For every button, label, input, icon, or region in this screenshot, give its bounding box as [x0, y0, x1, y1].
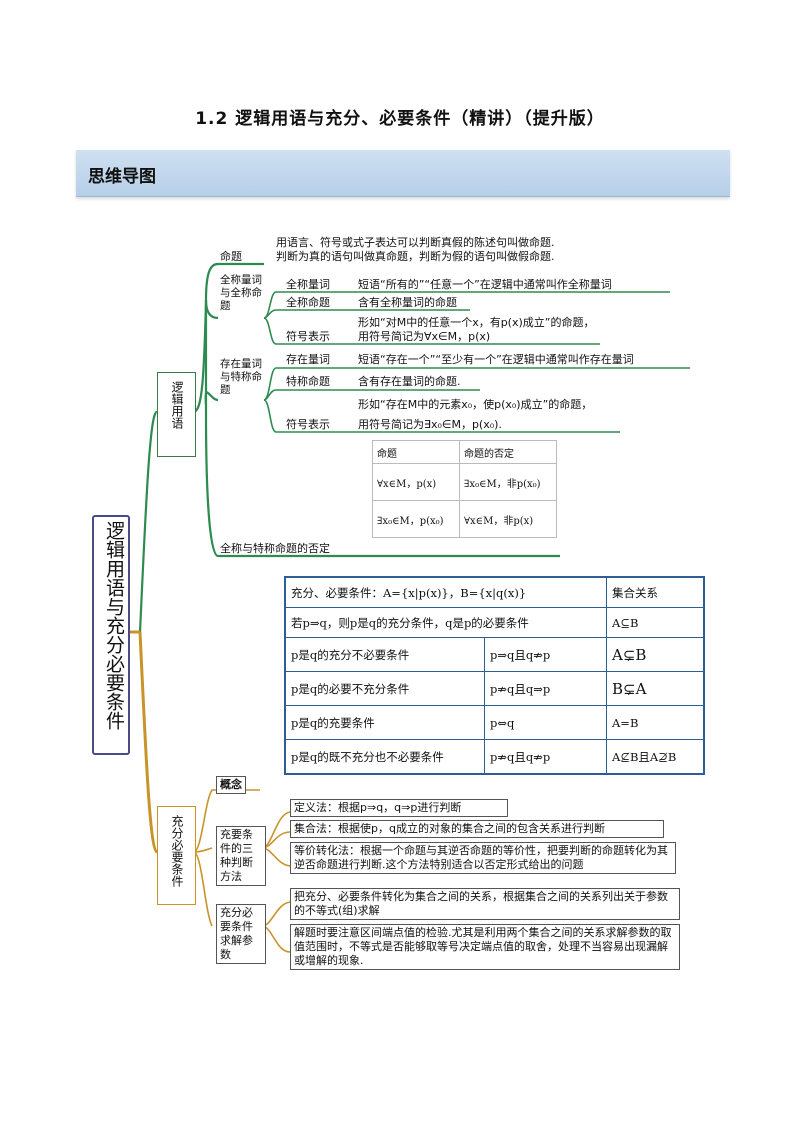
condition-table: 充分、必要条件：A={x|p(x)}，B={x|q(x)} 集合关系 若p⇒q，…	[284, 576, 705, 775]
central-node: 逻辑用语与充分必要条件	[92, 515, 130, 755]
method-item: 集合法：根据使p，q成立的对象的集合之间的包含关系进行判断	[290, 820, 664, 838]
page-title: 1.2 逻辑用语与充分、必要条件（精讲）（提升版）	[195, 109, 605, 129]
cunzai-item-3-text: 形如“存在M中的元素x₀，使p(x₀)成立”的命题，	[358, 398, 593, 411]
cunzai-item-1-label: 存在量词	[286, 353, 330, 366]
condition-cell: A⊊B	[606, 637, 705, 672]
param-item: 解题时要注意区间端点值的检验.尤其是利用两个集合之间的关系求解参数的取值范围时，…	[290, 924, 680, 970]
branch-logic-node: 逻辑用语	[157, 372, 196, 457]
central-label: 逻辑用语与充分必要条件	[103, 521, 125, 730]
condition-row1-cell: A⊆B	[606, 607, 705, 638]
negation-cell: ∃x₀∈M，非p(x₀)	[459, 463, 557, 501]
quancheng-item-2-label: 全称命题	[286, 296, 330, 309]
condition-cell: p是q的必要不充分条件	[284, 671, 485, 706]
quancheng-item-3-text: 形如“对M中的任意一个x，有p(x)成立”的命题，	[358, 316, 595, 329]
condition-row1-cell: 若p⇒q，则p是q的充分条件，q是p的必要条件	[284, 607, 607, 638]
mingti-def-1: 用语言、符号或式子表达可以判断真假的陈述句叫做命题.	[276, 236, 555, 249]
condition-cell: p⇏q且q⇒p	[484, 671, 607, 706]
cunzai-item-2-text: 含有存在量词的命题.	[358, 375, 461, 388]
quancheng-item-3-label: 符号表示	[286, 330, 330, 343]
condition-cell: p⇒q且q⇏p	[484, 637, 607, 672]
quancheng-item-1-text: 短语“所有的”“任意一个”在逻辑中通常叫作全称量词	[358, 278, 612, 291]
cunzai-item-2-label: 特称命题	[286, 375, 330, 388]
mingti-label: 命题	[220, 250, 242, 263]
quancheng-item-2-text: 含有全称量词的命题	[358, 296, 457, 309]
quancheng-item-3-text2: 用符号简记为∀x∈M，p(x)	[358, 330, 491, 343]
mingti-def-2: 判断为真的语句叫做真命题，判断为假的语句叫做假命题.	[276, 250, 555, 263]
negation-cell: ∀x∈M，p(x)	[372, 463, 460, 501]
negation-header-2: 命题的否定	[459, 440, 557, 464]
methods-node: 充要条件的三种判断方法	[216, 826, 266, 886]
condition-cell: B⊊A	[606, 671, 705, 706]
banner-label: 思维导图	[88, 167, 156, 187]
cunzai-item-1-text: 短语“存在一个”“至少有一个”在逻辑中通常叫作存在量词	[358, 353, 634, 366]
condition-header-1: 充分、必要条件：A={x|p(x)}，B={x|q(x)}	[284, 576, 607, 608]
params-node: 充分必要条件求解参数	[216, 904, 266, 964]
condition-cell: A⊈B且A⊉B	[606, 739, 705, 775]
branch-logic-label: 逻辑用语	[170, 381, 184, 429]
quancheng-label: 全称量词与全称命题	[220, 274, 262, 312]
section-banner: 思维导图	[76, 150, 730, 197]
branch-condition-label: 充分必要条件	[170, 815, 184, 887]
condition-cell: p⇔q	[484, 705, 607, 740]
negation-table: 命题 命题的否定 ∀x∈M，p(x) ∃x₀∈M，非p(x₀) ∃x₀∈M，p(…	[372, 440, 557, 538]
fouding-label: 全称与特称命题的否定	[220, 542, 330, 555]
condition-header-2: 集合关系	[606, 576, 705, 608]
condition-cell: p⇏q且q⇏p	[484, 739, 607, 775]
negation-cell: ∃x₀∈M，p(x₀)	[372, 500, 460, 538]
branch-condition-node: 充分必要条件	[157, 806, 196, 905]
method-item: 定义法：根据p⇒q，q⇒p进行判断	[290, 799, 508, 817]
cunzai-item-3-label: 符号表示	[286, 418, 330, 431]
quancheng-item-1-label: 全称量词	[286, 278, 330, 291]
gainian-node: 概念	[216, 776, 246, 794]
condition-cell: A=B	[606, 705, 705, 740]
condition-cell: p是q的充分不必要条件	[284, 637, 485, 672]
param-item: 把充分、必要条件转化为集合之间的关系，根据集合之间的关系列出关于参数的不等式(组…	[290, 888, 680, 920]
negation-header-1: 命题	[372, 440, 460, 464]
method-item: 等价转化法：根据一个命题与其逆否命题的等价性，把要判断的命题转化为其逆否命题进行…	[290, 842, 676, 874]
cunzai-item-3-text2: 用符号简记为∃x₀∈M，p(x₀).	[358, 418, 502, 431]
negation-cell: ∀x∈M，非p(x)	[459, 500, 557, 538]
cunzai-label: 存在量词与特称命题	[220, 358, 262, 396]
condition-cell: p是q的充要条件	[284, 705, 485, 740]
condition-cell: p是q的既不充分也不必要条件	[284, 739, 485, 775]
